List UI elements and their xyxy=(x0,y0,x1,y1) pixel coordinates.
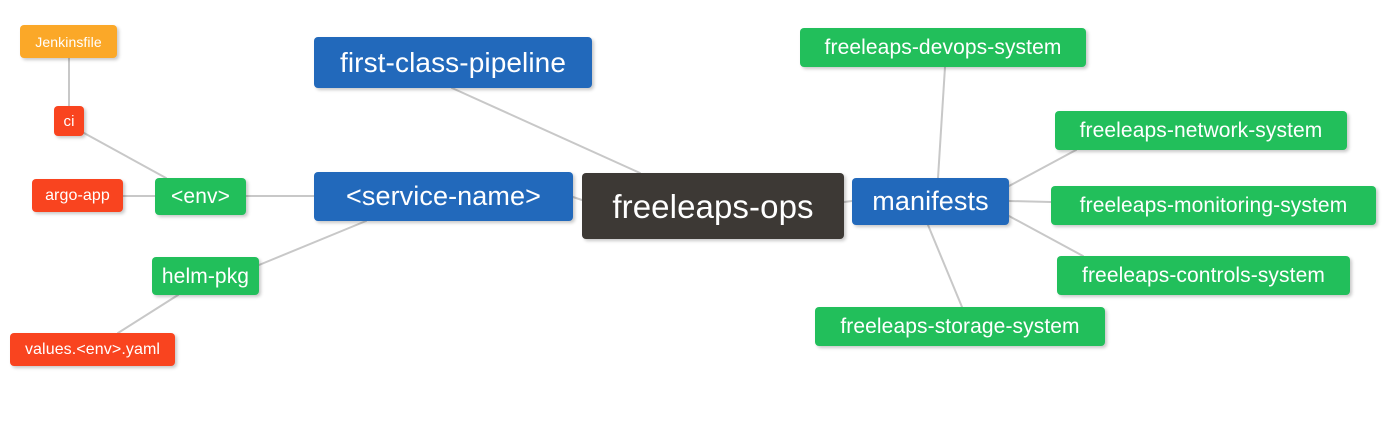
node-label-ci: ci xyxy=(63,112,75,130)
node-label-helm-pkg: helm-pkg xyxy=(161,264,250,288)
edge-service-name-to-helm-pkg xyxy=(258,220,367,266)
node-freeleaps-devops-system[interactable]: freeleaps-devops-system xyxy=(800,28,1086,67)
node-env[interactable]: <env> xyxy=(155,178,246,215)
node-label-first-class-pipeline: first-class-pipeline xyxy=(339,46,567,78)
edge-first-class-pipeline-to-freeleaps-ops xyxy=(451,87,641,174)
node-manifests[interactable]: manifests xyxy=(852,178,1009,225)
node-label-service-name: <service-name> xyxy=(346,181,541,211)
node-argo-app[interactable]: argo-app xyxy=(32,179,123,212)
node-freeleaps-ops[interactable]: freeleaps-ops xyxy=(582,173,844,239)
node-freeleaps-controls-system[interactable]: freeleaps-controls-system xyxy=(1057,256,1350,295)
node-label-freeleaps-ops: freeleaps-ops xyxy=(612,187,814,225)
edge-manifests-to-freeleaps-network-system xyxy=(1008,149,1077,187)
node-label-argo-app: argo-app xyxy=(45,186,110,204)
edge-freeleaps-ops-to-manifests xyxy=(843,200,853,203)
node-helm-pkg[interactable]: helm-pkg xyxy=(152,257,259,295)
node-first-class-pipeline[interactable]: first-class-pipeline xyxy=(314,37,592,88)
node-label-freeleaps-devops-system: freeleaps-devops-system xyxy=(824,36,1062,59)
edge-manifests-to-freeleaps-monitoring-system xyxy=(1008,200,1052,203)
node-label-freeleaps-storage-system: freeleaps-storage-system xyxy=(840,315,1080,338)
node-values-env-yaml[interactable]: values.<env>.yaml xyxy=(10,333,175,366)
node-freeleaps-monitoring-system[interactable]: freeleaps-monitoring-system xyxy=(1051,186,1376,225)
node-service-name[interactable]: <service-name> xyxy=(314,172,573,221)
node-label-jenkinsfile: Jenkinsfile xyxy=(35,33,102,50)
node-label-values-env-yaml: values.<env>.yaml xyxy=(24,340,161,358)
node-jenkinsfile[interactable]: Jenkinsfile xyxy=(20,25,117,58)
node-label-freeleaps-controls-system: freeleaps-controls-system xyxy=(1082,264,1325,287)
node-label-freeleaps-monitoring-system: freeleaps-monitoring-system xyxy=(1079,194,1348,217)
edge-freeleaps-ops-to-service-name xyxy=(572,196,583,201)
node-label-manifests: manifests xyxy=(872,186,989,216)
node-freeleaps-storage-system[interactable]: freeleaps-storage-system xyxy=(815,307,1105,346)
node-label-freeleaps-network-system: freeleaps-network-system xyxy=(1079,119,1323,142)
node-freeleaps-network-system[interactable]: freeleaps-network-system xyxy=(1055,111,1347,150)
edge-manifests-to-freeleaps-devops-system xyxy=(937,66,946,179)
node-ci[interactable]: ci xyxy=(54,106,84,136)
edge-helm-pkg-to-values-env-yaml xyxy=(117,294,179,334)
edge-env-to-ci xyxy=(83,132,167,179)
node-label-env: <env> xyxy=(171,185,230,208)
edge-manifests-to-freeleaps-storage-system xyxy=(927,224,963,308)
